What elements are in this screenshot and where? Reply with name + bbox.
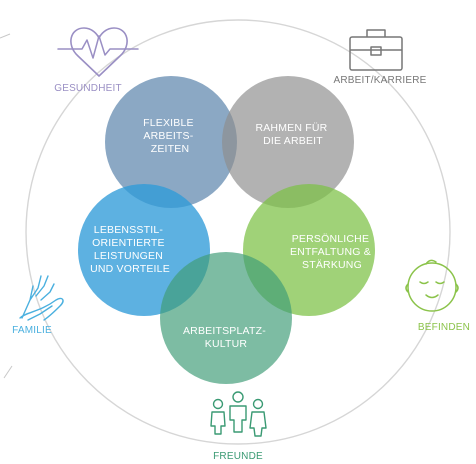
edge-mark-left-bottom bbox=[3, 365, 13, 379]
three-people-icon bbox=[210, 391, 267, 437]
petal-lebensstil-line-4: UND VORTEILE bbox=[90, 263, 170, 275]
petal-lebensstil: LEBENSSTIL- ORIENTIERTE LEISTUNGEN UND V… bbox=[90, 224, 170, 275]
petal-persoenliche-line-3: STÄRKUNG bbox=[302, 259, 362, 271]
circle-rahmen bbox=[222, 76, 354, 208]
petal-rahmen-line-1: RAHMEN FÜR bbox=[255, 122, 327, 134]
petal-persoenliche-line-2: ENTFALTUNG & bbox=[290, 246, 371, 258]
hands-icon bbox=[19, 275, 64, 321]
petal-arbeitsplatz-line-2: KULTUR bbox=[205, 338, 248, 350]
venn-circles bbox=[78, 76, 375, 384]
briefcase-icon bbox=[349, 29, 403, 71]
petal-lebensstil-line-3: LEISTUNGEN bbox=[94, 250, 163, 262]
label-gesundheit: GESUNDHEIT bbox=[54, 83, 122, 94]
label-befinden: BEFINDEN bbox=[418, 322, 470, 333]
petal-rahmen-line-2: DIE ARBEIT bbox=[263, 135, 323, 147]
circle-flexible bbox=[105, 76, 237, 208]
petal-arbeitsplatz: ARBEITSPLATZ- KULTUR bbox=[183, 325, 269, 350]
label-arbeit-karriere: ARBEIT/KARRIERE bbox=[333, 75, 426, 86]
edge-mark-left-top bbox=[0, 33, 11, 39]
label-familie: FAMILIE bbox=[12, 325, 52, 336]
petal-rahmen: RAHMEN FÜR DIE ARBEIT bbox=[255, 122, 330, 147]
label-freunde: FREUNDE bbox=[213, 451, 263, 462]
circle-arbeitsplatz bbox=[160, 252, 292, 384]
petal-flexible-line-3: ZEITEN bbox=[151, 143, 190, 155]
petal-flexible: FLEXIBLE ARBEITS- ZEITEN bbox=[143, 117, 197, 155]
petal-persoenliche-line-1: PERSÖNLICHE bbox=[292, 233, 369, 245]
outer-ring bbox=[25, 19, 451, 445]
petal-persoenliche: PERSÖNLICHE ENTFALTUNG & STÄRKUNG bbox=[290, 233, 374, 271]
smiling-face-icon bbox=[405, 259, 459, 312]
petal-flexible-line-2: ARBEITS- bbox=[143, 130, 193, 142]
heart-pulse-icon bbox=[57, 27, 139, 77]
petal-lebensstil-line-1: LEBENSSTIL- bbox=[94, 224, 164, 236]
petal-lebensstil-line-2: ORIENTIERTE bbox=[92, 237, 165, 249]
petal-flexible-line-1: FLEXIBLE bbox=[143, 117, 194, 129]
petal-arbeitsplatz-line-1: ARBEITSPLATZ- bbox=[183, 325, 266, 337]
